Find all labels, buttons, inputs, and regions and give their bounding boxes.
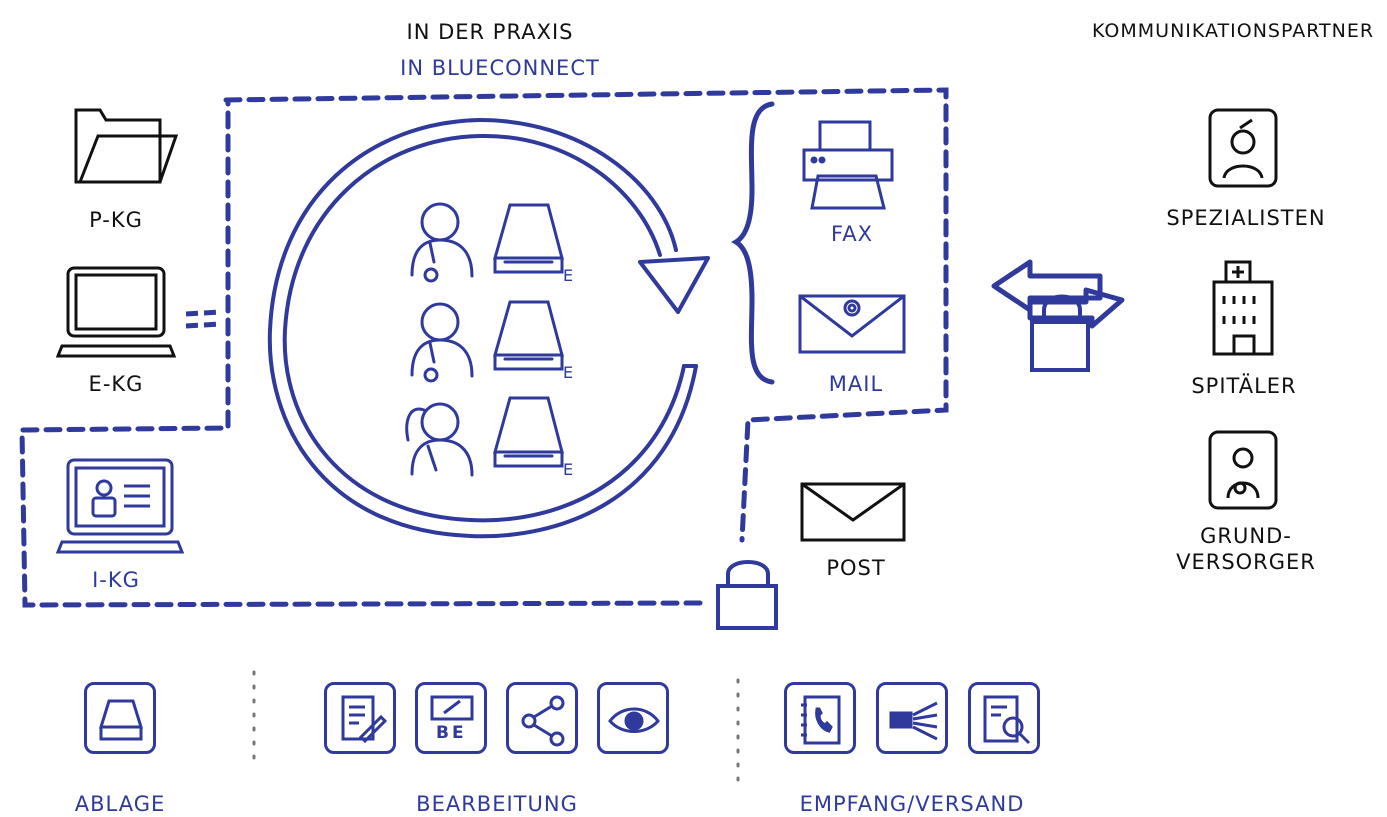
- fax-icon: [802, 120, 894, 210]
- gp-label-line2: VERSORGER: [1176, 550, 1316, 574]
- praxis-title: IN DER PRAXIS: [406, 20, 574, 44]
- be-label: BE: [436, 723, 467, 743]
- padlock-icon: [716, 560, 778, 630]
- inbox-marker: E: [563, 460, 575, 479]
- document-search-button[interactable]: [968, 682, 1040, 754]
- letter-icon: [800, 482, 906, 542]
- empfang-versand-label: EMPFANG/VERSAND: [799, 792, 1025, 816]
- phonebook-button[interactable]: [784, 682, 856, 754]
- eye-icon: [608, 707, 660, 733]
- praxis-boundary: [19, 87, 949, 608]
- share-button[interactable]: [506, 682, 578, 754]
- padlock-icon: [1030, 294, 1090, 372]
- assistant-figure: [405, 402, 474, 477]
- signal-icon: [889, 701, 938, 741]
- partners-title: KOMMUNIKATIONSPARTNER: [1092, 20, 1375, 42]
- channel-brace: [731, 101, 775, 385]
- staff-group: [405, 202, 564, 477]
- doctor-figure: [410, 202, 474, 283]
- inbox-tray: [493, 396, 564, 468]
- fax-label: FAX: [831, 222, 873, 246]
- ablage-button[interactable]: [84, 682, 156, 754]
- hospitals-label: SPITÄLER: [1191, 374, 1297, 398]
- bearbeitung-label: BEARBEITUNG: [416, 792, 578, 816]
- inbox-tray: [493, 203, 564, 274]
- specialist-icon: [1208, 108, 1278, 188]
- edit-document-button[interactable]: [324, 682, 396, 754]
- hospital-icon: [1212, 260, 1274, 356]
- laptop-icon: [55, 266, 177, 358]
- doctor-figure: [410, 302, 474, 383]
- blueconnect-title: IN BLUECONNECT: [400, 56, 600, 80]
- document-search-icon: [983, 695, 1031, 745]
- ekg-label: E-KG: [88, 372, 144, 396]
- ablage-label: ABLAGE: [74, 792, 166, 816]
- phonebook-icon: [801, 695, 841, 745]
- specialists-label: SPEZIALISTEN: [1166, 206, 1326, 230]
- signature-icon: [430, 695, 474, 721]
- inbox-tray: [493, 300, 564, 371]
- view-button[interactable]: [597, 682, 669, 754]
- workflow-cycle-arrow: [267, 117, 710, 539]
- share-icon: [521, 695, 565, 747]
- pkg-label: P-KG: [89, 208, 143, 232]
- inbox-marker: E: [563, 363, 575, 382]
- ikg-label: I-KG: [92, 568, 140, 592]
- edit-document-icon: [341, 695, 388, 744]
- email-icon: [798, 294, 906, 354]
- inbox-marker: E: [563, 266, 575, 285]
- patient-laptop-icon: [55, 458, 185, 554]
- post-label: POST: [826, 556, 886, 580]
- secure-exchange-arrows: [991, 259, 1125, 329]
- fax-send-button[interactable]: [876, 682, 948, 754]
- gp-label-line1: GRUND-: [1200, 524, 1292, 548]
- ekg-connector: [185, 309, 221, 329]
- mail-label: MAIL: [828, 372, 884, 396]
- sign-document-button[interactable]: BE: [415, 682, 487, 754]
- general-practitioner-icon: [1208, 430, 1278, 510]
- folder-icon: [74, 108, 179, 184]
- inbox-icon: [98, 699, 144, 741]
